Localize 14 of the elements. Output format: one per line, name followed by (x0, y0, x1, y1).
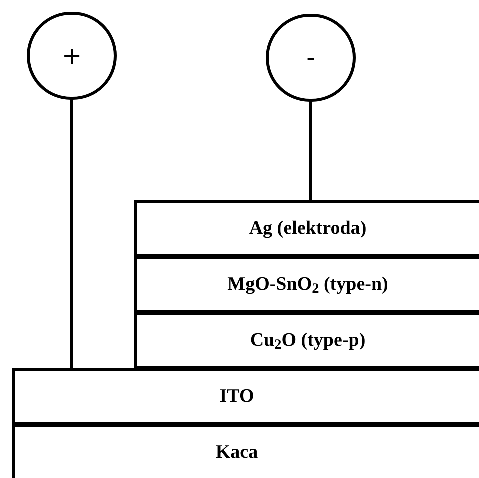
layer-label: MgO-SnO$_{2}$ (type-n) (228, 274, 388, 294)
layer-label: Kaca (216, 442, 258, 462)
layer-label: Ag (elektroda) (249, 218, 367, 238)
connector-line (310, 102, 312, 201)
layer-box (12, 368, 479, 424)
layer-box (134, 256, 479, 312)
layer-label: Cu$_{2}$O (type-p) (250, 330, 366, 350)
layer-box (12, 424, 479, 478)
polarity-sign: + (62, 44, 82, 68)
layer-label: ITO (220, 386, 254, 406)
connector-line (70, 100, 74, 369)
layer-box (134, 200, 479, 256)
layer-box (134, 312, 479, 368)
polarity-sign: - (306, 46, 316, 70)
